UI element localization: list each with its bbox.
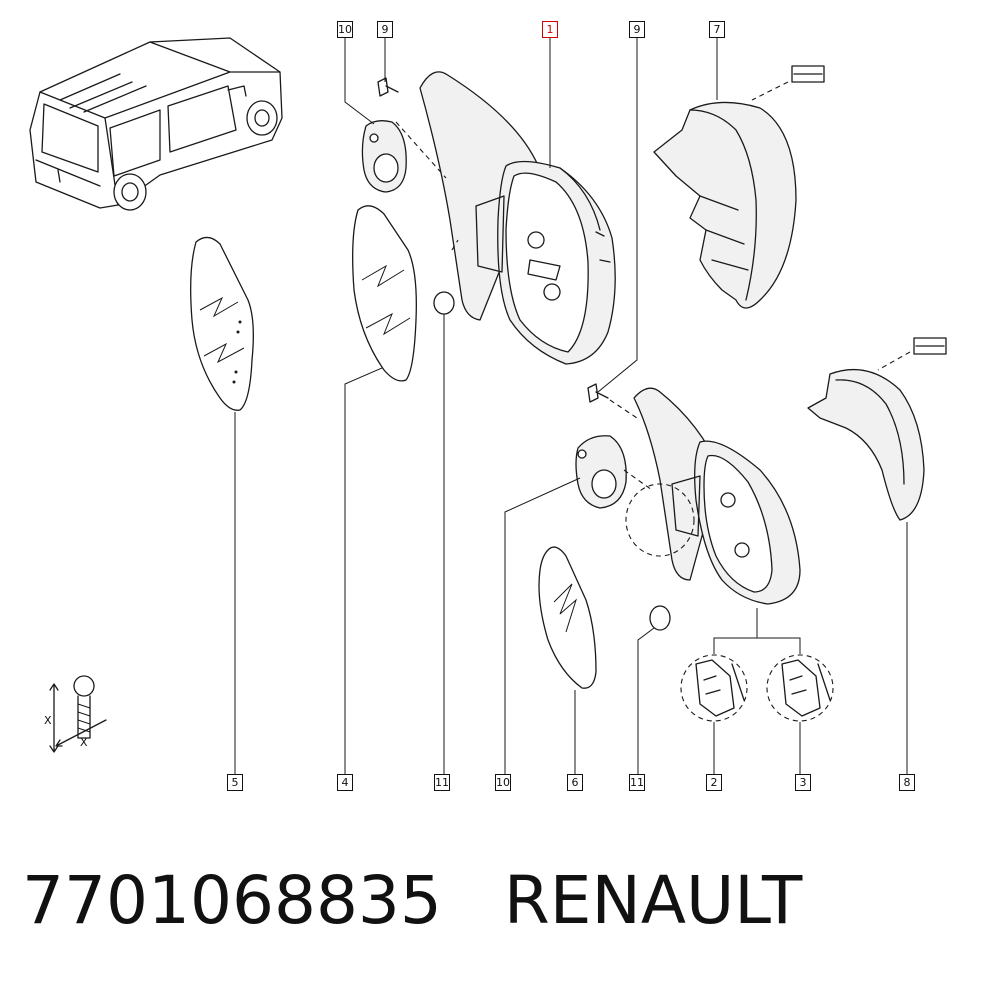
clip-11-upper <box>433 291 455 315</box>
dimension-x-vertical: X <box>44 714 52 727</box>
mirror-glass-5 <box>190 236 254 411</box>
part-number: 7701068835 <box>22 862 442 939</box>
screw-9-upper <box>377 77 399 97</box>
backing-plate-10-lower <box>575 435 627 509</box>
van-illustration <box>29 37 283 211</box>
clip-11-lower <box>649 605 671 631</box>
brand-name: RENAULT <box>503 862 803 939</box>
callout-1-highlighted: 1 <box>542 21 558 38</box>
screw-9-lower <box>587 383 609 403</box>
dimension-x-horizontal: X <box>80 736 88 749</box>
callout-4: 4 <box>337 774 353 791</box>
caption: 7701068835 RENAULT <box>22 862 864 939</box>
detail-view-3 <box>766 654 834 722</box>
leader-lines <box>234 37 908 776</box>
mirror-glass-6 <box>538 546 597 689</box>
callout-8: 8 <box>899 774 915 791</box>
bolt-dimension-sketch <box>49 675 107 753</box>
callout-6: 6 <box>567 774 583 791</box>
callout-3: 3 <box>795 774 811 791</box>
mirror-housing-lower <box>609 387 801 605</box>
mirror-glass-4 <box>352 205 417 382</box>
detail-view-2 <box>680 654 748 722</box>
callout-10-lower: 10 <box>495 774 511 791</box>
callout-11-upper: 11 <box>434 774 450 791</box>
backing-plate-10-upper <box>361 120 407 193</box>
callout-5: 5 <box>227 774 243 791</box>
callout-9-upper: 9 <box>377 21 393 38</box>
callout-2: 2 <box>706 774 722 791</box>
mirror-cover-8 <box>807 337 947 521</box>
mirror-cover-7 <box>653 65 825 309</box>
callout-9-lower: 9 <box>629 21 645 38</box>
callout-11-lower: 11 <box>629 774 645 791</box>
callout-10-upper: 10 <box>337 21 353 38</box>
callout-7: 7 <box>709 21 725 38</box>
mirror-assembly-1 <box>395 71 616 365</box>
